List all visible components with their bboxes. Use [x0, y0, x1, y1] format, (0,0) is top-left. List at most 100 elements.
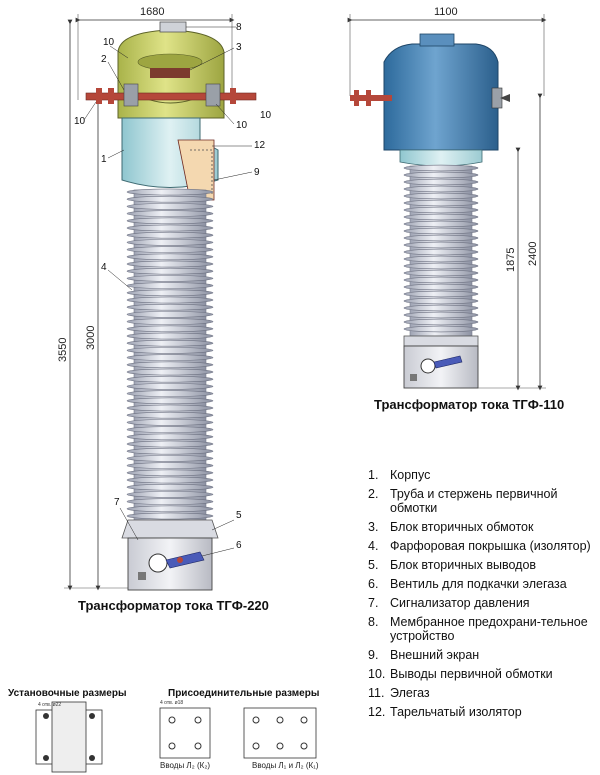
insulator-shed: [126, 447, 214, 455]
insulator-shed: [403, 241, 479, 249]
insulator-shed: [403, 318, 479, 326]
insulator-shed: [403, 276, 479, 284]
insulator-shed: [126, 498, 214, 505]
insulator-shed: [403, 255, 479, 263]
insulator-shed: [126, 455, 214, 462]
legend-text: Тарельчатый изолятор: [390, 705, 522, 719]
legend-item: 9.Внешний экран: [368, 648, 596, 662]
insulator-shed: [126, 267, 214, 275]
insulator-shed: [403, 185, 479, 193]
legend-text: Блок вторичных обмоток: [390, 520, 534, 534]
legend-num: 9.: [368, 648, 379, 662]
dim-width-110: 1100: [434, 6, 458, 18]
insulator-shed: [126, 512, 214, 520]
legend-num: 1.: [368, 468, 379, 482]
insulator-shed: [126, 491, 214, 498]
legend-text: Выводы первичной обмотки: [390, 667, 553, 681]
callout-9: 9: [254, 167, 260, 178]
insulator-shed: [126, 203, 214, 210]
legend-text: Фарфоровая покрышка (изолятор): [390, 539, 591, 553]
insulator-shed: [403, 248, 479, 256]
callout-2: 2: [101, 54, 107, 65]
insulator-shed: [126, 311, 214, 318]
callout-5: 5: [236, 510, 242, 521]
insulator-shed: [126, 419, 214, 426]
insulator-shed: [126, 397, 214, 405]
insulator-shed: [126, 375, 214, 383]
connection-left-caption: Вводы Л₂ (К₂): [160, 761, 210, 770]
insulator-shed: [126, 296, 214, 304]
insulator-shed: [126, 188, 214, 196]
legend-item: 10. Выводы первичной обмотки: [368, 667, 596, 681]
insulator-shed: [403, 262, 479, 270]
insulator-shed: [126, 390, 214, 397]
legend-item: 5.Блок вторичных выводов: [368, 558, 596, 572]
insulator-shed: [126, 282, 214, 289]
insulator-shed: [126, 426, 214, 433]
installation-hole-label: 4 отв. ø22: [38, 702, 61, 708]
insulator-shed: [403, 297, 479, 305]
insulator-shed: [403, 171, 479, 179]
dim-total-height-220: 3550: [57, 338, 69, 362]
legend-text: Сигнализатор давления: [390, 596, 530, 610]
insulator-shed: [403, 269, 479, 277]
connection-dimensions-drawing: 4 отв. ø18 Вводы Л₂ (К₂) Вводы Л₁ и Л₂ (…: [159, 700, 319, 770]
legend-item: 1.Корпус: [368, 468, 596, 482]
legend-num: 3.: [368, 520, 379, 534]
insulator-shed: [126, 239, 214, 246]
dim-height-b-110: 2400: [527, 242, 539, 266]
insulator-shed: [126, 217, 214, 225]
callout-3: 3: [236, 42, 242, 53]
insulator-shed: [126, 462, 214, 469]
legend-num: 8.: [368, 615, 379, 629]
insulator-shed: [126, 275, 214, 282]
dim-insulator-height-220: 3000: [85, 326, 97, 350]
insulator-shed: [403, 304, 479, 312]
insulator-shed: [126, 339, 214, 347]
legend-item: 11.Элегаз: [368, 686, 596, 700]
tgf220-caption: Трансформатор тока ТГФ-220: [78, 598, 269, 613]
connection-title: Присоединительные размеры: [168, 688, 320, 699]
legend-num: 4.: [368, 539, 379, 553]
insulator-shed: [126, 469, 214, 477]
connection-right-caption: Вводы Л₁ и Л₂ (К₁): [252, 761, 319, 770]
legend-item: 8.Мембранное предохрани-тельное устройст…: [368, 615, 596, 643]
insulator-shed: [403, 192, 479, 200]
insulator-shed: [126, 505, 214, 513]
legend-num: 10.: [368, 667, 386, 681]
insulator-shed: [126, 210, 214, 217]
installation-title: Установочные размеры: [8, 688, 127, 699]
callout-4: 4: [101, 262, 107, 273]
legend-item: 6.Вентиль для подкачки элегаза: [368, 577, 596, 591]
insulator-shed: [403, 199, 479, 207]
insulator-shed: [126, 246, 214, 253]
callouts-220: 10 2 8 3 10 10 10 12 1 9 4 7 5 6: [74, 22, 272, 557]
legend-item: 7.Сигнализатор давления: [368, 596, 596, 610]
callout-8: 8: [236, 22, 242, 33]
legend-text: Блок вторичных выводов: [390, 558, 537, 572]
insulator-shed: [126, 368, 214, 376]
legend-text: Элегаз: [390, 686, 430, 700]
legend-item: 2.Труба и стержень первичной обмотки: [368, 487, 596, 515]
insulator-shed: [126, 404, 214, 412]
dim-width-220: 1680: [140, 6, 164, 18]
insulator-shed: [403, 206, 479, 214]
insulator-110: [403, 164, 479, 337]
insulator-shed: [403, 311, 479, 319]
insulator-shed: [403, 290, 479, 298]
insulator-shed: [126, 383, 214, 390]
insulator-shed: [403, 178, 479, 186]
insulator-shed: [403, 213, 479, 221]
insulator-shed: [403, 283, 479, 291]
insulator-shed: [126, 231, 214, 239]
insulator-shed: [126, 347, 214, 354]
connection-hole-label: 4 отв. ø18: [160, 700, 183, 706]
tgf110-caption: Трансформатор тока ТГФ-110: [374, 397, 565, 412]
legend-num: 12.: [368, 705, 386, 719]
legend: 1.Корпус 2.Труба и стержень первичной об…: [368, 468, 596, 724]
insulator-shed: [126, 332, 214, 340]
insulator-shed: [126, 476, 214, 484]
callout-10-left: 10: [74, 116, 86, 127]
insulator-shed: [403, 234, 479, 242]
